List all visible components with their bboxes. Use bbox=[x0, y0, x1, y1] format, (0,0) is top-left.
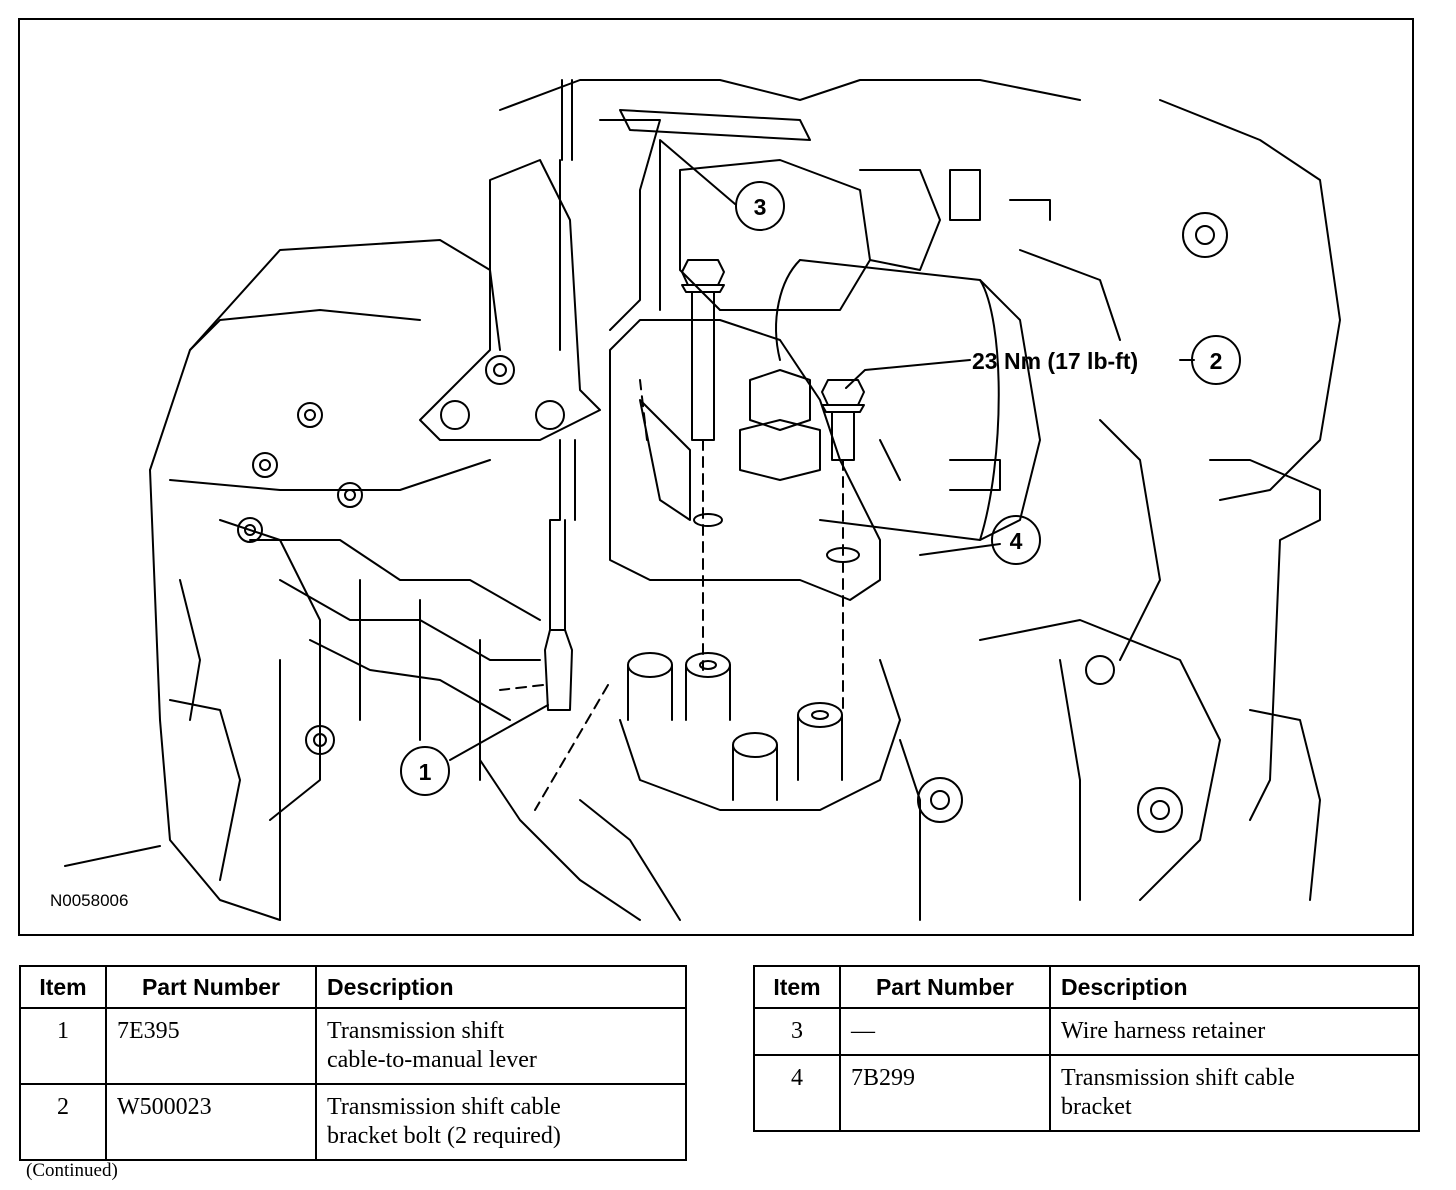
description-line: Wire harness retainer bbox=[1061, 1018, 1266, 1044]
item-number: 4 bbox=[753, 1054, 841, 1132]
line-drawing: 1 2 3 4 23 Nm (17 lb-ft) N0058006 bbox=[50, 79, 1341, 921]
mounting-bosses bbox=[479, 619, 1321, 921]
callout-label-3: 3 bbox=[754, 194, 767, 220]
table-header-row: Item Part Number Description bbox=[19, 965, 687, 1009]
callout-circle-4 bbox=[991, 515, 1041, 565]
callout-label-4: 4 bbox=[1010, 528, 1023, 554]
description: Wire harness retainer bbox=[1049, 1007, 1420, 1056]
shift-cable-bracket bbox=[419, 119, 881, 601]
table-row: 3 — Wire harness retainer bbox=[753, 1007, 1420, 1056]
item-number: 2 bbox=[19, 1083, 107, 1161]
continued-note: (Continued) bbox=[26, 1160, 118, 1181]
header-item: Item bbox=[753, 965, 841, 1009]
description-line: Transmission shift cable bbox=[1061, 1065, 1295, 1091]
leader-lines bbox=[64, 139, 1195, 867]
torque-label: 23 Nm (17 lb-ft) bbox=[972, 348, 1138, 374]
description-line: Transmission shift cable bbox=[327, 1094, 561, 1120]
header-description: Description bbox=[315, 965, 687, 1009]
part-number: W500023 bbox=[105, 1083, 317, 1161]
callout-circle-1 bbox=[400, 746, 450, 796]
figure-id-code: N0058006 bbox=[50, 891, 128, 910]
description-line: cable-to-manual lever bbox=[327, 1047, 537, 1073]
table-row: 2 W500023 Transmission shift cable brack… bbox=[19, 1083, 687, 1161]
part-number: 7E395 bbox=[105, 1007, 317, 1085]
header-part-number: Part Number bbox=[839, 965, 1051, 1009]
callout-label-1: 1 bbox=[419, 759, 432, 785]
wire-harness-area bbox=[499, 79, 1341, 821]
part-number: 7B299 bbox=[839, 1054, 1051, 1132]
part-number: — bbox=[839, 1007, 1051, 1056]
item-number: 3 bbox=[753, 1007, 841, 1056]
description-line: Transmission shift bbox=[327, 1018, 505, 1044]
header-description: Description bbox=[1049, 965, 1420, 1009]
bracket-bolts bbox=[681, 259, 865, 461]
header-item: Item bbox=[19, 965, 107, 1009]
table-row: 1 7E395 Transmission shift cable-to-manu… bbox=[19, 1007, 687, 1085]
parts-table-left: Item Part Number Description 1 7E395 Tra… bbox=[19, 965, 687, 1161]
alignment-lines bbox=[499, 379, 844, 811]
description: Transmission shift cable-to-manual lever bbox=[315, 1007, 687, 1085]
header-part-number: Part Number bbox=[105, 965, 317, 1009]
callout-circles bbox=[400, 181, 1241, 796]
shift-cable bbox=[544, 79, 576, 711]
table-header-row: Item Part Number Description bbox=[753, 965, 1420, 1009]
callout-circle-2 bbox=[1191, 335, 1241, 385]
engine-illustration: 1 2 3 4 23 Nm (17 lb-ft) N0058006 bbox=[18, 18, 1414, 936]
description: Transmission shift cable bracket bbox=[1049, 1054, 1420, 1132]
item-number: 1 bbox=[19, 1007, 107, 1085]
starter-motor bbox=[739, 259, 1041, 541]
callout-circle-3 bbox=[735, 181, 785, 231]
description-line: bracket bbox=[1061, 1094, 1132, 1120]
table-row: 4 7B299 Transmission shift cable bracket bbox=[753, 1054, 1420, 1132]
transmission-case bbox=[149, 239, 541, 921]
parts-table-right: Item Part Number Description 3 — Wire ha… bbox=[753, 965, 1420, 1132]
callout-label-2: 2 bbox=[1210, 348, 1223, 374]
description-line: bracket bolt (2 required) bbox=[327, 1123, 561, 1149]
description: Transmission shift cable bracket bolt (2… bbox=[315, 1083, 687, 1161]
